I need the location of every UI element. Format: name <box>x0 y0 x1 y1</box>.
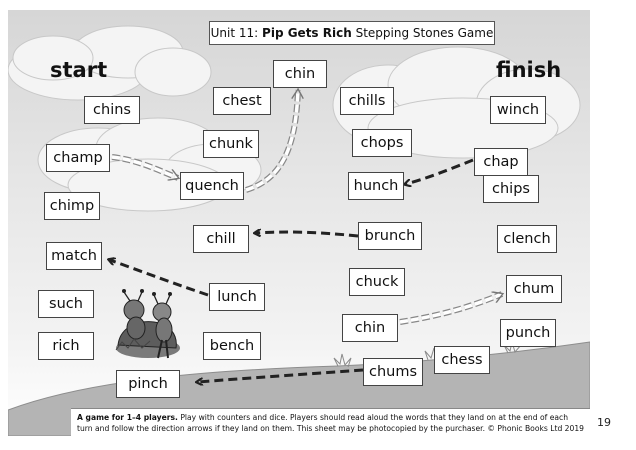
stone-chin-mid[interactable]: chin <box>342 314 398 342</box>
stone-punch[interactable]: punch <box>500 319 556 347</box>
stone-match[interactable]: match <box>46 242 102 270</box>
stone-chum[interactable]: chum <box>506 275 562 303</box>
arrow-brunch-to-chill <box>256 232 359 238</box>
game-title: Unit 11: Pip Gets Rich Stepping Stones G… <box>209 21 495 45</box>
stone-chin-top[interactable]: chin <box>273 60 327 88</box>
stone-chest[interactable]: chest <box>213 87 271 115</box>
instructions-lead: A game for 1–4 players. <box>77 413 178 422</box>
stone-chips[interactable]: chips <box>483 175 539 203</box>
stone-rich[interactable]: rich <box>38 332 94 360</box>
arrow-chap-to-hunch <box>406 158 474 184</box>
stone-chops[interactable]: chops <box>352 129 412 157</box>
stone-chap[interactable]: chap <box>474 148 528 176</box>
stone-chess[interactable]: chess <box>434 346 490 374</box>
stone-chunk[interactable]: chunk <box>203 130 259 158</box>
stone-chuck[interactable]: chuck <box>349 268 405 296</box>
finish-label: finish <box>496 58 562 82</box>
stone-chums[interactable]: chums <box>363 358 423 386</box>
stone-brunch[interactable]: brunch <box>358 222 422 250</box>
title-unit: Unit 11: <box>210 26 259 40</box>
stone-champ[interactable]: champ <box>46 144 110 172</box>
stone-chimp[interactable]: chimp <box>44 192 100 220</box>
stone-pinch[interactable]: pinch <box>116 370 180 398</box>
stone-such[interactable]: such <box>38 290 94 318</box>
game-instructions: A game for 1–4 players. Play with counte… <box>71 408 590 436</box>
stone-chins[interactable]: chins <box>84 96 140 124</box>
stone-lunch[interactable]: lunch <box>209 283 265 311</box>
stone-clench[interactable]: clench <box>497 225 557 253</box>
instructions-body: Play with counters and dice. Players sho… <box>77 413 585 433</box>
page-number: 19 <box>597 416 611 429</box>
stone-quench[interactable]: quench <box>180 172 244 200</box>
title-book: Pip Gets Rich <box>262 26 352 40</box>
ant-characters-illustration <box>115 289 180 359</box>
start-label: start <box>50 58 108 82</box>
stone-chills[interactable]: chills <box>340 87 394 115</box>
title-game: Stepping Stones Game <box>355 26 494 40</box>
arrow-lunch-to-match <box>110 260 209 297</box>
cloud-top-left <box>8 25 212 101</box>
game-board: Unit 11: Pip Gets Rich Stepping Stones G… <box>8 10 590 436</box>
stone-hunch[interactable]: hunch <box>348 172 404 200</box>
stone-bench[interactable]: bench <box>203 332 261 360</box>
stone-winch[interactable]: winch <box>490 96 546 124</box>
arrow-chums-to-pinch <box>198 368 364 382</box>
stone-chill[interactable]: chill <box>193 225 249 253</box>
